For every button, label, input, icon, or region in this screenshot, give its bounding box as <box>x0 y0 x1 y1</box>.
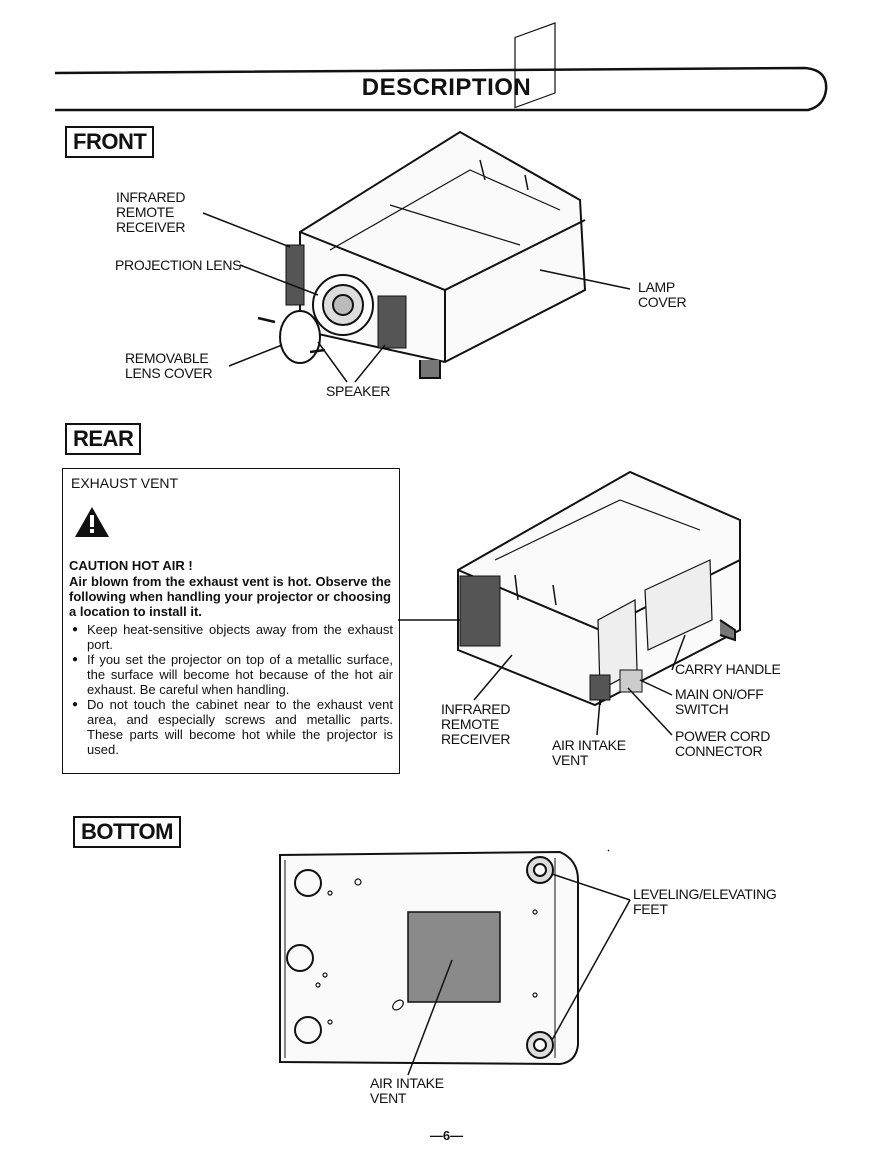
rear-leader-lines <box>398 619 686 736</box>
rear-label-carry-handle: CARRY HANDLE <box>675 661 781 677</box>
bottom-label-air-intake: AIR INTAKE VENT <box>370 1075 444 1106</box>
front-leader-lines <box>202 212 631 383</box>
caution-body: Air blown from the exhaust vent is hot. … <box>69 574 391 619</box>
page-number: —6— <box>429 1128 464 1143</box>
front-label-projection-lens: PROJECTION LENS <box>115 257 242 273</box>
caution-box: EXHAUST VENT CAUTION HOT AIR ! Air blown… <box>62 468 400 774</box>
bottom-leader-lines <box>407 849 631 1076</box>
front-label-lamp-cover: LAMP COVER <box>638 279 687 310</box>
caution-bullet: Do not touch the cabinet near to the exh… <box>69 697 393 757</box>
rear-projector-drawing <box>457 470 741 707</box>
front-label-removable-lens-cover: REMOVABLE LENS COVER <box>125 350 213 381</box>
front-label-infrared: INFRARED REMOTE RECEIVER <box>116 189 186 235</box>
rear-label-air-intake: AIR INTAKE VENT <box>552 737 626 768</box>
rear-label-main-switch: MAIN ON/OFF SWITCH <box>675 686 764 717</box>
front-label-speaker: SPEAKER <box>326 383 391 399</box>
caution-bullet: If you set the projector on top of a met… <box>69 652 393 697</box>
rear-heading: REAR <box>65 423 142 455</box>
rear-label-infrared: INFRARED REMOTE RECEIVER <box>441 701 511 747</box>
title-banner <box>54 66 828 112</box>
caution-header: EXHAUST VENT <box>71 475 179 491</box>
caution-title: CAUTION HOT AIR ! <box>69 558 193 573</box>
caution-bullets: Keep heat-sensitive objects away from th… <box>69 622 393 757</box>
warning-triangle-icon <box>75 507 109 537</box>
caution-bullet: Keep heat-sensitive objects away from th… <box>69 622 393 652</box>
bottom-label-leveling-feet: LEVELING/ELEVATING FEET <box>633 886 777 917</box>
front-heading: FRONT <box>65 126 155 158</box>
bottom-heading: BOTTOM <box>73 816 181 848</box>
front-projector-drawing <box>257 22 587 379</box>
bottom-projector-drawing <box>279 850 579 1066</box>
page-title: DESCRIPTION <box>361 74 532 101</box>
rear-label-power-cord: POWER CORD CONNECTOR <box>675 728 771 759</box>
